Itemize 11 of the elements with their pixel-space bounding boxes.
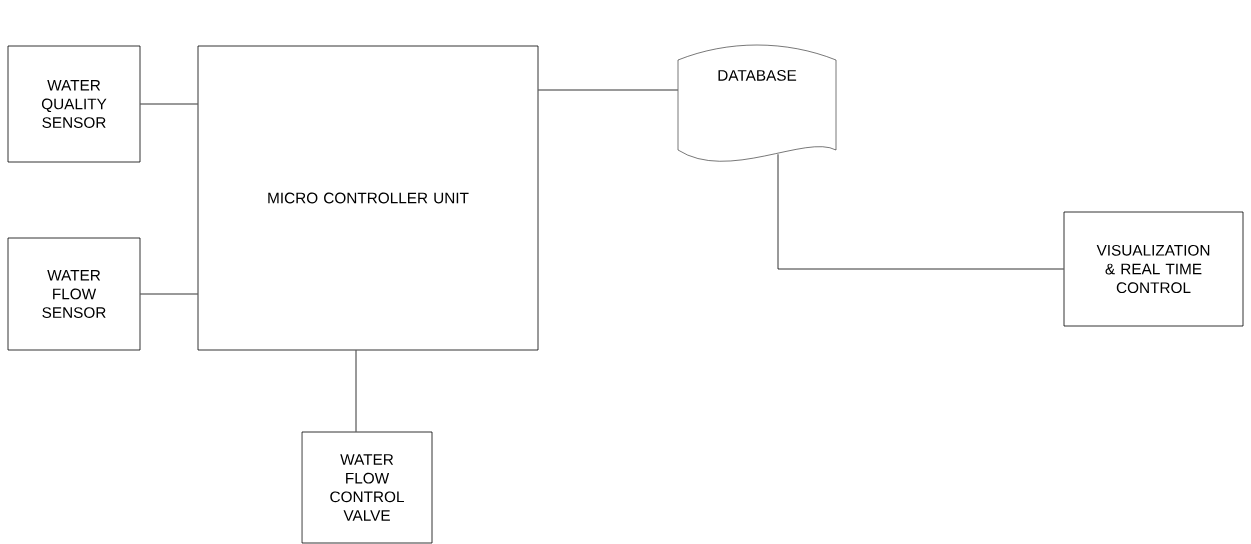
connector-line [140, 293, 198, 295]
connector-line [777, 153, 1064, 270]
block-box: WATER FLOW SENSOR [7, 237, 141, 351]
block-box: WATER FLOW CONTROL VALVE [301, 431, 433, 544]
database-cylinder: DATABASE [677, 44, 837, 162]
connector-line [538, 89, 679, 91]
block-box: MICRO CONTROLLER UNIT [197, 45, 539, 351]
block-box: VISUALIZATION & REAL TIME CONTROL [1063, 211, 1244, 327]
connector-line [355, 350, 357, 432]
block-box: WATER QUALITY SENSOR [7, 45, 141, 163]
connector-line [140, 103, 198, 105]
